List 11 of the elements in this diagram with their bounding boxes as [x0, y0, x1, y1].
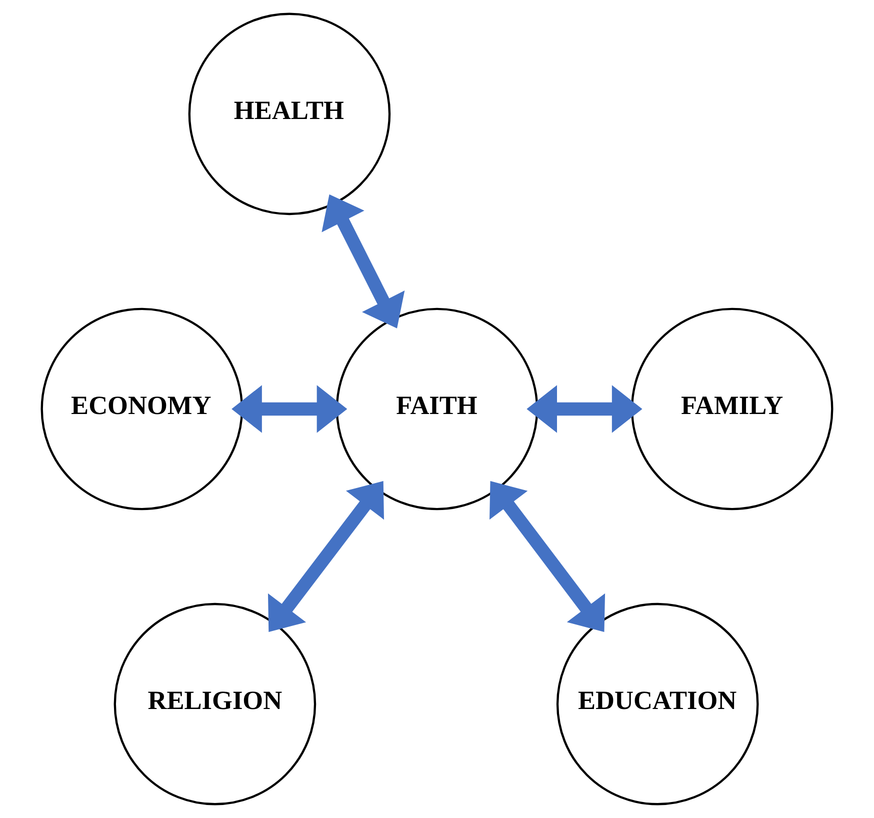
node-circle: EDUCATION	[556, 602, 759, 806]
node-circle: ECONOMY	[40, 308, 244, 510]
node-circle: RELIGION	[114, 602, 316, 806]
arrow	[232, 385, 348, 433]
arrow	[490, 481, 606, 632]
arrow	[526, 385, 642, 433]
arrow	[268, 481, 384, 632]
node-circle: FAITH	[336, 308, 538, 510]
node-circle: HEALTH	[188, 12, 391, 216]
node-circle: FAMILY	[630, 308, 834, 510]
arrow	[322, 194, 405, 328]
